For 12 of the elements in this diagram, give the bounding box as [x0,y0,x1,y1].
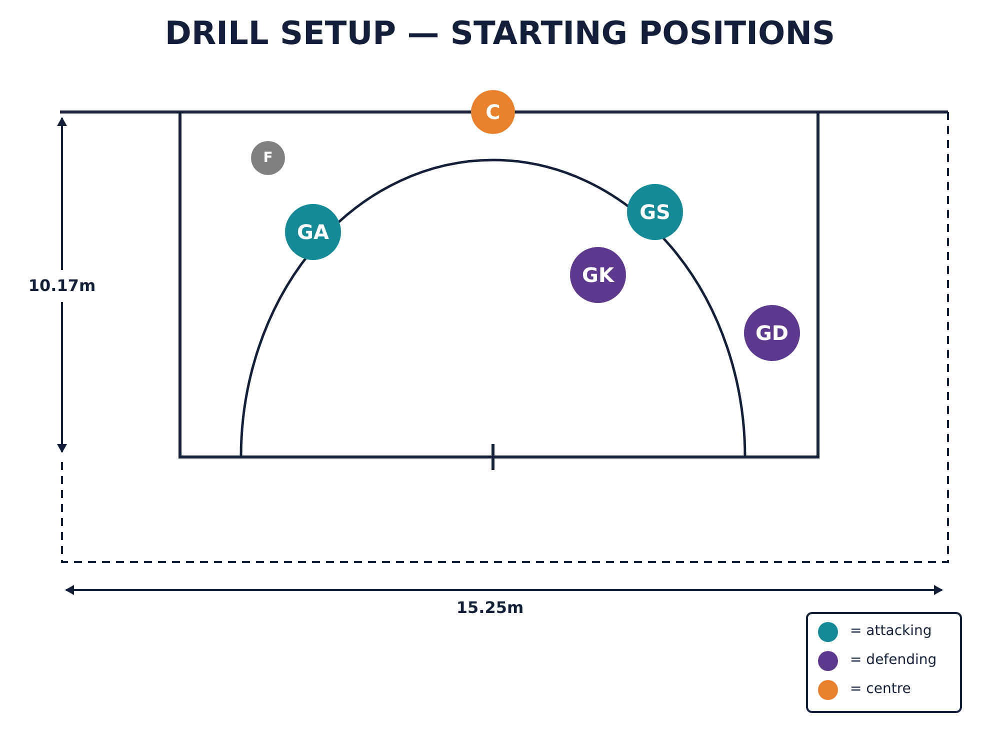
legend-label: = defending [850,652,937,668]
legend-label: = attacking [850,623,932,639]
legend-label: = centre [850,681,911,697]
player-marker: GK [570,247,626,303]
player-marker: GS [627,184,683,240]
player-marker: GD [744,305,800,361]
player-marker: F [251,141,285,175]
player-marker: C [471,90,515,134]
title: DRILL SETUP — STARTING POSITIONS [164,14,836,52]
dimension-label: 15.25m [455,598,525,617]
player-marker: GA [285,204,341,260]
dimension-label: 10.17m [27,276,97,295]
